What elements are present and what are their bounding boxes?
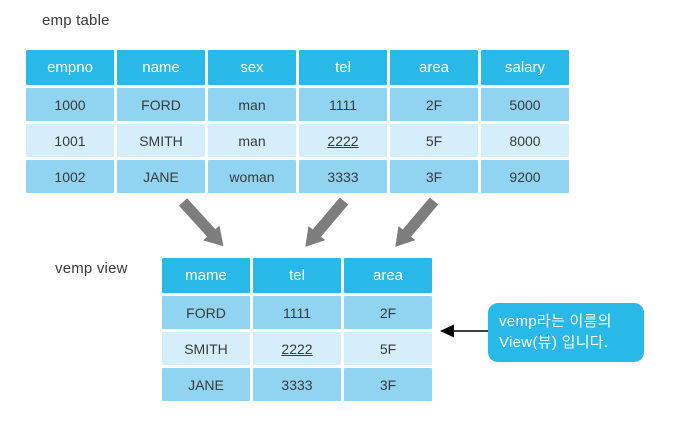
table-cell: 1111: [299, 88, 387, 121]
vemp-view-row: JANE 3333 3F: [162, 368, 432, 401]
table-cell: 3333: [253, 368, 341, 401]
emp-table: empno name sex tel area salary 1000 FORD…: [26, 50, 569, 193]
table-cell: 2222: [299, 124, 387, 157]
vemp-header-mame: mame: [162, 258, 250, 293]
table-cell: JANE: [162, 368, 250, 401]
table-cell: FORD: [162, 296, 250, 329]
table-cell: 5F: [344, 332, 432, 365]
down-right-arrow-icon: [178, 198, 224, 247]
down-left-arrow-icon: [305, 197, 349, 247]
table-cell: 2F: [344, 296, 432, 329]
table-cell: 1000: [26, 88, 114, 121]
vemp-header-tel: tel: [253, 258, 341, 293]
down-left-arrow-icon: [395, 197, 439, 247]
emp-header-name: name: [117, 50, 205, 85]
vemp-view-row: SMITH 2222 5F: [162, 332, 432, 365]
emp-table-title: emp table: [42, 12, 110, 29]
table-cell: 3333: [299, 160, 387, 193]
callout-line1: vemp라는 이름의: [499, 313, 612, 330]
table-cell: 5000: [481, 88, 569, 121]
table-cell: 2F: [390, 88, 478, 121]
table-cell: JANE: [117, 160, 205, 193]
callout-line2: View(뷰) 입니다.: [499, 334, 609, 351]
vemp-header-area: area: [344, 258, 432, 293]
table-cell: 1111: [253, 296, 341, 329]
emp-header-salary: salary: [481, 50, 569, 85]
table-cell: 9200: [481, 160, 569, 193]
emp-table-header-row: empno name sex tel area salary: [26, 50, 569, 85]
table-cell: woman: [208, 160, 296, 193]
table-cell: 2222: [253, 332, 341, 365]
vemp-view-title: vemp view: [55, 260, 128, 277]
callout-bubble: vemp라는 이름의 View(뷰) 입니다.: [488, 303, 644, 362]
vemp-view-header-row: mame tel area: [162, 258, 432, 293]
emp-header-empno: empno: [26, 50, 114, 85]
table-cell: 8000: [481, 124, 569, 157]
emp-table-row: 1001 SMITH man 2222 5F 8000: [26, 124, 569, 157]
table-cell: man: [208, 88, 296, 121]
table-cell: 1002: [26, 160, 114, 193]
emp-table-row: 1000 FORD man 1111 2F 5000: [26, 88, 569, 121]
table-cell: FORD: [117, 88, 205, 121]
table-cell: 3F: [344, 368, 432, 401]
table-cell: man: [208, 124, 296, 157]
table-cell: 1001: [26, 124, 114, 157]
table-cell: 5F: [390, 124, 478, 157]
emp-table-row: 1002 JANE woman 3333 3F 9200: [26, 160, 569, 193]
vemp-view-row: FORD 1111 2F: [162, 296, 432, 329]
emp-header-sex: sex: [208, 50, 296, 85]
table-cell: 3F: [390, 160, 478, 193]
table-cell: SMITH: [162, 332, 250, 365]
vemp-view-table: mame tel area FORD 1111 2F SMITH 2222 5F…: [162, 258, 432, 401]
table-cell: SMITH: [117, 124, 205, 157]
emp-header-area: area: [390, 50, 478, 85]
emp-header-tel: tel: [299, 50, 387, 85]
left-arrow-icon: [440, 324, 454, 338]
